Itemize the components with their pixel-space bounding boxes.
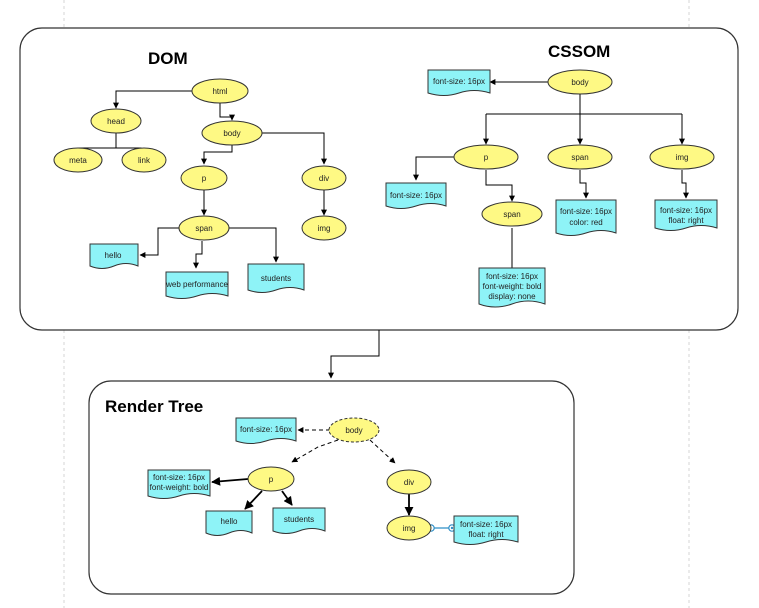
- cssom-style-img-line2: float: right: [668, 216, 704, 225]
- cssom-style-body[interactable]: font-size: 16px: [427, 69, 491, 96]
- render-node-p[interactable]: p: [247, 466, 295, 492]
- panel-connector-arrow: [328, 330, 380, 379]
- dom-node-meta[interactable]: meta: [53, 147, 103, 173]
- dom-node-head[interactable]: head: [90, 108, 142, 134]
- dom-node-span[interactable]: span: [178, 215, 230, 241]
- render-tree-edges: [211, 427, 452, 529]
- dom-node-html-label: html: [212, 87, 227, 96]
- dom-text-students[interactable]: students: [247, 263, 305, 293]
- render-node-div-label: div: [404, 478, 414, 487]
- render-text-hello[interactable]: hello: [205, 510, 253, 536]
- dom-node-img-label: img: [318, 224, 331, 233]
- cssom-style-span[interactable]: font-size: 16px color: red: [555, 199, 617, 236]
- render-tree-title: Render Tree: [105, 397, 203, 416]
- cssom-node-span-child-label: span: [503, 210, 520, 219]
- render-style-body[interactable]: font-size: 16px: [235, 417, 297, 444]
- dom-text-web-performance-label: web performance: [165, 280, 228, 289]
- cssom-node-span-child[interactable]: span: [481, 201, 543, 227]
- page-guides: [63, 0, 690, 608]
- cssom-style-span-line2: color: red: [569, 218, 602, 227]
- cssom-node-p-label: p: [484, 153, 489, 162]
- dom-node-head-label: head: [107, 117, 125, 126]
- render-style-p-line1: font-size: 16px: [153, 473, 205, 482]
- dom-text-hello[interactable]: hello: [89, 243, 139, 269]
- render-style-body-label: font-size: 16px: [240, 425, 292, 434]
- cssom-style-span-child-line2: font-weight: bold: [483, 282, 542, 291]
- dom-node-p-label: p: [202, 174, 207, 183]
- cssom-edges: [413, 79, 689, 268]
- dom-node-div[interactable]: div: [301, 165, 347, 191]
- connector-handle-dot: [450, 526, 454, 530]
- dom-text-hello-label: hello: [105, 251, 122, 260]
- render-style-img-line2: float: right: [468, 530, 504, 539]
- dom-title: DOM: [148, 49, 188, 68]
- render-node-img[interactable]: img: [386, 515, 432, 541]
- dom-text-web-performance[interactable]: web performance: [165, 271, 229, 299]
- render-text-students[interactable]: students: [272, 507, 326, 534]
- render-style-p[interactable]: font-size: 16px font-weight: bold: [147, 469, 211, 499]
- dom-node-body[interactable]: body: [201, 120, 263, 146]
- render-node-p-label: p: [269, 475, 274, 484]
- cssom-style-p-label: font-size: 16px: [390, 191, 442, 200]
- cssom-style-span-child-line1: font-size: 16px: [486, 272, 538, 281]
- cssom-style-span-line1: font-size: 16px: [560, 207, 612, 216]
- dom-cssom-panel[interactable]: [19, 27, 739, 331]
- cssom-node-span-label: span: [571, 153, 588, 162]
- cssom-style-img[interactable]: font-size: 16px float: right: [654, 199, 718, 231]
- dom-node-html[interactable]: html: [191, 78, 249, 104]
- cssom-style-img-line1: font-size: 16px: [660, 206, 712, 215]
- cssom-node-p[interactable]: p: [453, 144, 519, 170]
- cssom-style-p[interactable]: font-size: 16px: [385, 182, 447, 209]
- dom-node-img[interactable]: img: [301, 215, 347, 241]
- render-node-img-label: img: [403, 524, 416, 533]
- dom-node-link[interactable]: link: [121, 147, 167, 173]
- render-text-hello-label: hello: [221, 517, 238, 526]
- cssom-node-span[interactable]: span: [547, 144, 613, 170]
- dom-node-link-label: link: [138, 156, 151, 165]
- dom-node-span-label: span: [195, 224, 212, 233]
- cssom-style-span-child[interactable]: font-size: 16px font-weight: bold displa…: [478, 267, 546, 308]
- dom-node-p[interactable]: p: [180, 165, 228, 191]
- render-style-p-line2: font-weight: bold: [150, 483, 209, 492]
- render-style-img-line1: font-size: 16px: [460, 520, 512, 529]
- dom-text-students-label: students: [261, 274, 291, 283]
- cssom-node-img-label: img: [676, 153, 689, 162]
- cssom-node-body[interactable]: body: [547, 69, 613, 95]
- cssom-style-span-child-line3: display: none: [488, 292, 536, 301]
- render-node-div[interactable]: div: [386, 469, 432, 495]
- render-node-body-label: body: [345, 426, 362, 435]
- dom-node-body-label: body: [223, 129, 240, 138]
- cssom-node-img[interactable]: img: [649, 144, 715, 170]
- cssom-title: CSSOM: [548, 42, 610, 61]
- render-node-body[interactable]: body: [328, 417, 380, 443]
- render-tree-panel[interactable]: [88, 380, 575, 595]
- cssom-node-body-label: body: [571, 78, 588, 87]
- cssom-style-body-label: font-size: 16px: [433, 77, 485, 86]
- render-style-img[interactable]: font-size: 16px float: right: [453, 515, 519, 545]
- dom-node-meta-label: meta: [69, 156, 87, 165]
- dom-node-div-label: div: [319, 174, 329, 183]
- render-text-students-label: students: [284, 515, 314, 524]
